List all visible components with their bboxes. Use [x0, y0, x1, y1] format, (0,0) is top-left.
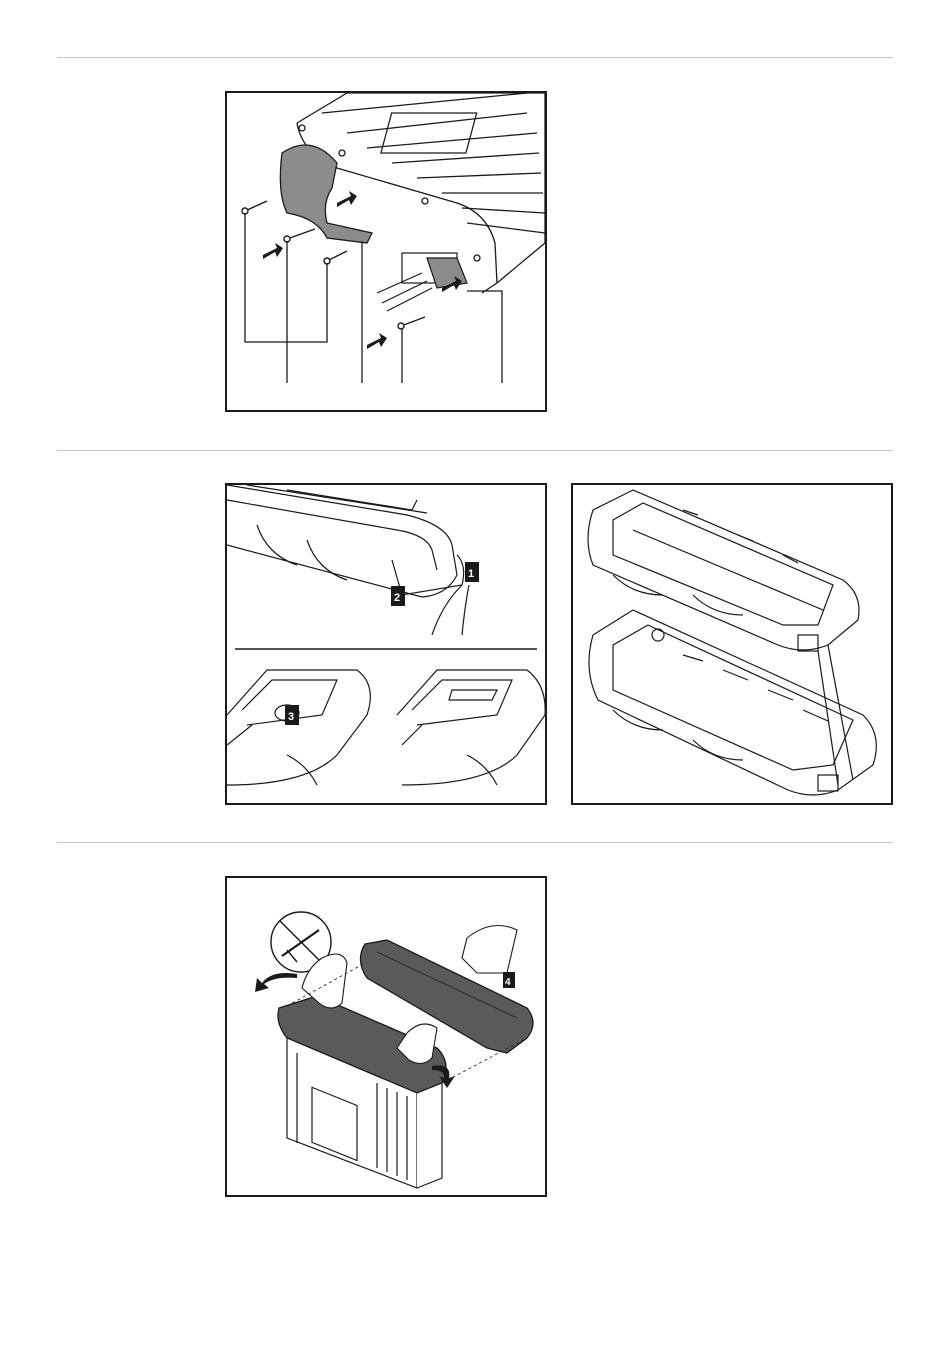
step-marker-4: 4 [503, 972, 515, 988]
step-marker-2: 2 [391, 586, 405, 606]
section-rule-top [57, 57, 893, 58]
svg-text:4: 4 [505, 977, 511, 988]
step-marker-1: 1 [465, 562, 479, 582]
step-marker-3: 3 [285, 705, 299, 725]
bumper-removal-illustration: 1 2 3 [227, 485, 545, 803]
section-rule-bottom [57, 842, 893, 843]
svg-text:1: 1 [468, 568, 474, 580]
figure-bumper-fitting: 4 [225, 876, 547, 1197]
section-rule-middle [57, 450, 893, 451]
mounting-cover-illustration [227, 93, 545, 410]
figure-bumper-pair [571, 483, 893, 805]
bumper-fitting-illustration: 4 [227, 878, 545, 1195]
bumper-pair-illustration [573, 485, 891, 803]
svg-text:2: 2 [394, 592, 400, 604]
svg-text:3: 3 [288, 711, 294, 723]
figure-mounting-cover [225, 91, 547, 412]
figure-bumper-removal: 1 2 3 [225, 483, 547, 805]
cover-plate [280, 145, 372, 243]
